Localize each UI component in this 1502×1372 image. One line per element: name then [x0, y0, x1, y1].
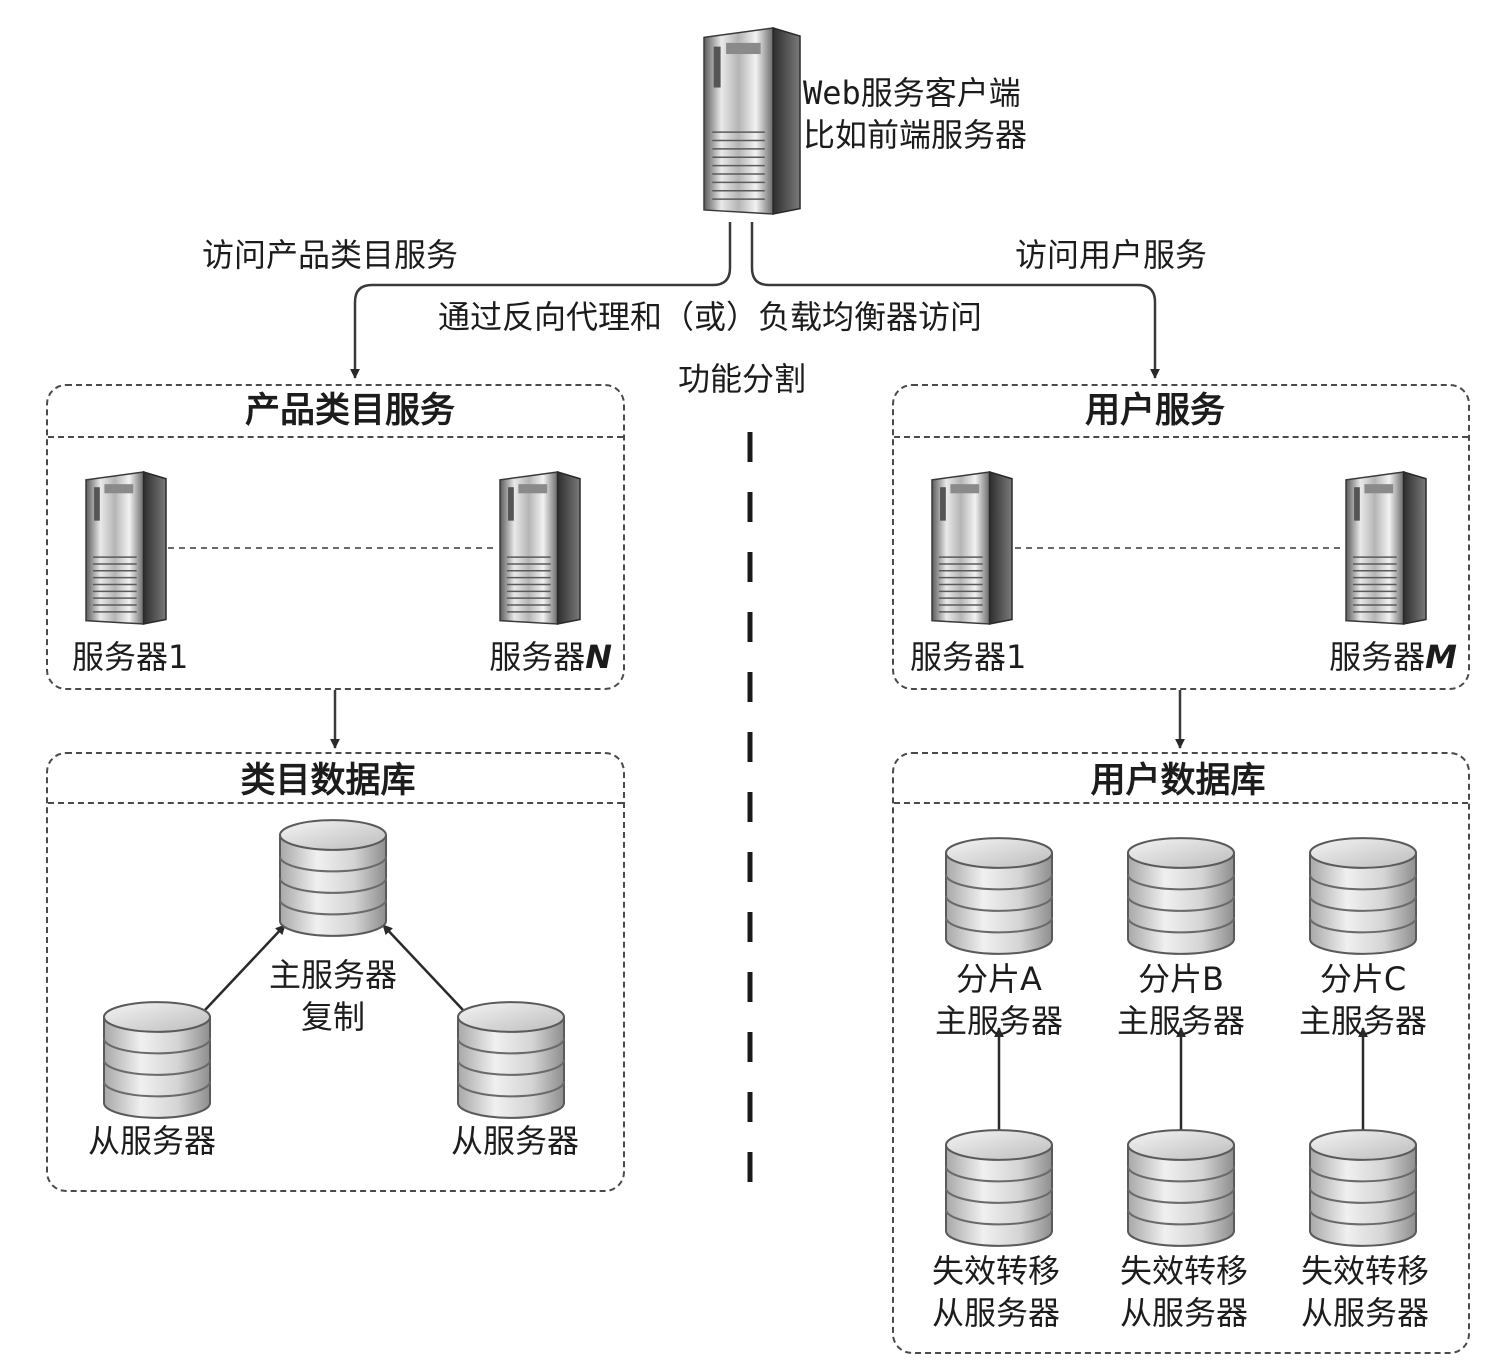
- client-server-icon: [703, 26, 801, 215]
- route-line-right: [750, 222, 1160, 379]
- shard-a-name: 分片A: [956, 960, 1042, 998]
- failover-c-label: 失效转移 从服务器: [1301, 1250, 1429, 1334]
- user-service-panel: [892, 384, 1470, 690]
- shard-b-name: 分片B: [1138, 960, 1224, 998]
- shard-a-master: 主服务器: [934, 1002, 1064, 1041]
- client-label-web: Web: [803, 74, 861, 112]
- failover-a-label: 失效转移 从服务器: [932, 1250, 1060, 1334]
- shard-c-name: 分片C: [1319, 960, 1407, 998]
- panel-header-divider: [894, 802, 1468, 804]
- catalog-slave-right-label: 从服务器: [450, 1122, 580, 1160]
- shard-b-master-db-icon: [1127, 837, 1235, 955]
- panel-header-divider: [48, 436, 623, 438]
- shard-c-label: 分片C 主服务器: [1299, 958, 1427, 1042]
- shard-c-failover-db-icon: [1309, 1129, 1417, 1247]
- functional-split-label: 功能分割: [678, 360, 807, 398]
- failover-c-line1: 失效转移: [1300, 1252, 1430, 1290]
- catalog-server-last-prefix: 服务器: [489, 638, 586, 676]
- catalog-master-line1: 主服务器: [268, 956, 398, 994]
- route-label-right: 访问用户服务: [1015, 236, 1208, 274]
- catalog-server-first-label: 服务器1: [72, 638, 189, 676]
- client-label-line1: Web服务客户端: [803, 72, 1027, 114]
- failover-b-line2: 从服务器: [1119, 1294, 1249, 1333]
- user-server-1-icon: [931, 470, 1013, 625]
- replication-arrow-right: [382, 924, 464, 1011]
- route-line-left: [350, 222, 732, 379]
- catalog-server-last-var: N: [585, 638, 612, 676]
- user-server-last-var: M: [1425, 638, 1457, 676]
- route-label-middle: 通过反向代理和（或）负载均衡器访问: [438, 298, 983, 336]
- shard-c-master: 主服务器: [1298, 1002, 1428, 1041]
- catalog-db-title: 类目数据库: [240, 761, 416, 801]
- catalog-master-label: 主服务器 复制: [269, 954, 397, 1038]
- failover-a-line2: 从服务器: [931, 1294, 1061, 1333]
- user-server-last-prefix: 服务器: [1329, 638, 1426, 676]
- shard-a-label: 分片A 主服务器: [935, 958, 1063, 1042]
- catalog-slave-right-db-icon: [457, 1001, 565, 1119]
- route-label-left: 访问产品类目服务: [202, 236, 459, 274]
- user-server-first-label: 服务器1: [910, 638, 1027, 676]
- client-label: Web服务客户端 比如前端服务器: [803, 72, 1027, 156]
- user-server-last-label: 服务器M: [1329, 636, 1457, 678]
- shard-c-master-db-icon: [1309, 837, 1417, 955]
- shard-b-failover-db-icon: [1127, 1129, 1235, 1247]
- catalog-service-title: 产品类目服务: [244, 391, 456, 431]
- shard-a-failover-db-icon: [945, 1129, 1053, 1247]
- client-label-rest: 服务客户端: [860, 74, 1021, 112]
- failover-c-line2: 从服务器: [1300, 1294, 1430, 1333]
- shard-b-label: 分片B 主服务器: [1117, 958, 1245, 1042]
- catalog-server-last-label: 服务器N: [489, 636, 612, 678]
- replication-arrow-left: [204, 924, 286, 1011]
- failover-a-line1: 失效转移: [931, 1252, 1061, 1290]
- client-label-line2: 比如前端服务器: [803, 116, 1028, 155]
- user-db-panel: [892, 752, 1470, 1354]
- catalog-master-line2: 复制: [300, 998, 366, 1037]
- catalog-server-1-icon: [85, 470, 167, 625]
- catalog-slave-left-label: 从服务器: [87, 1122, 217, 1160]
- catalog-master-db-icon: [279, 819, 387, 937]
- panel-header-divider: [894, 436, 1468, 438]
- user-service-title: 用户服务: [1084, 391, 1226, 431]
- user-server-m-icon: [1345, 470, 1427, 625]
- shard-a-master-db-icon: [945, 837, 1053, 955]
- failover-b-line1: 失效转移: [1119, 1252, 1249, 1290]
- catalog-server-n-icon: [499, 470, 581, 625]
- catalog-db-panel: [46, 752, 625, 1192]
- shard-b-master: 主服务器: [1116, 1002, 1246, 1041]
- failover-b-label: 失效转移 从服务器: [1120, 1250, 1248, 1334]
- catalog-slave-left-db-icon: [103, 1001, 211, 1119]
- catalog-service-panel: [46, 384, 625, 690]
- user-db-title: 用户数据库: [1090, 761, 1266, 801]
- panel-header-divider: [48, 802, 623, 804]
